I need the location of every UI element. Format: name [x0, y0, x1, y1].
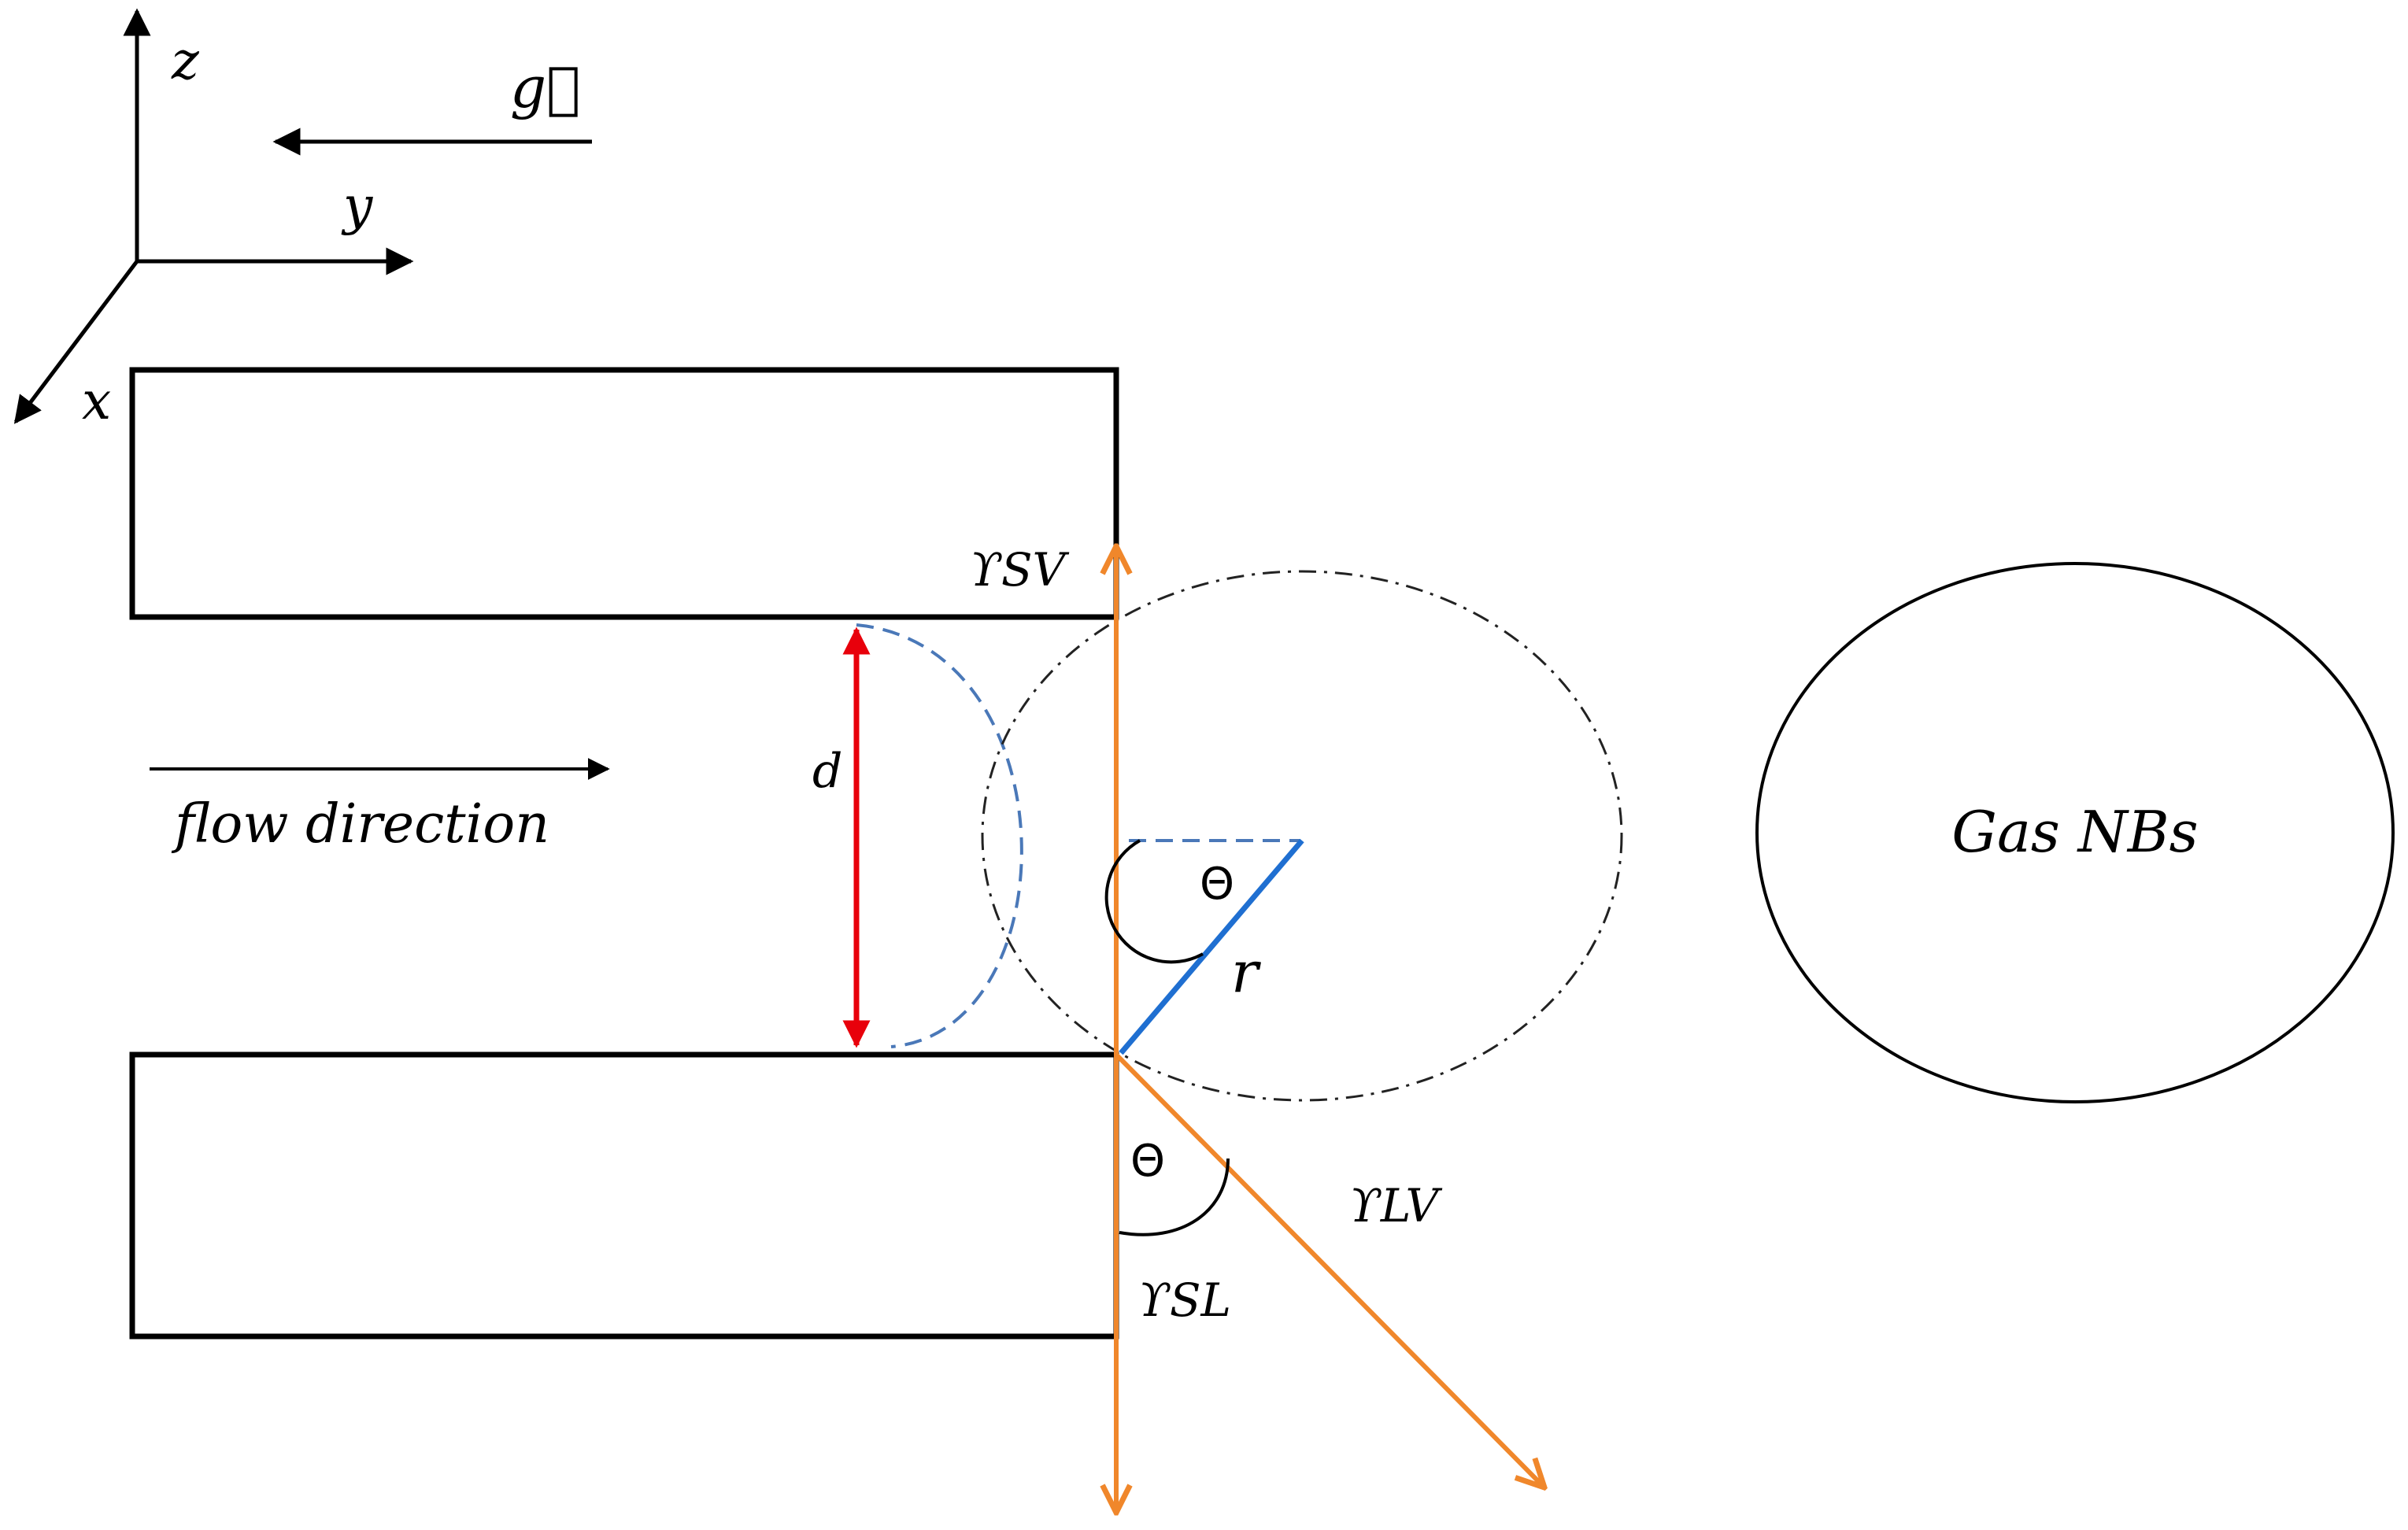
upper-angle-arc	[1104, 839, 1204, 964]
nanobubble-ellipse	[1755, 562, 2395, 1103]
flow-label: flow direction	[171, 793, 549, 856]
gas-nanobubble: Gas NBs	[1755, 562, 2395, 1103]
lower-angle-arc	[1119, 1158, 1230, 1236]
liquid-vapor-tension-vector	[1114, 1052, 1544, 1488]
y-axis-label: y	[341, 176, 373, 236]
x-axis-label: x	[82, 371, 111, 431]
surface-tension-vectors	[1116, 546, 1544, 1513]
lower-theta-label: Θ	[1130, 1136, 1165, 1187]
gravity-label: g⃗	[510, 54, 580, 120]
gamma-sl-label: ϒSL	[1138, 1273, 1231, 1327]
x-axis	[13, 260, 139, 424]
radius-line	[1119, 838, 1304, 1055]
bubble-outline	[981, 570, 1623, 1102]
gamma-sv-label: ϒSV	[970, 543, 1070, 597]
radius-label: r	[1231, 939, 1261, 1005]
upper-theta-label: Θ	[1200, 859, 1234, 910]
lower-wall	[129, 1051, 1119, 1340]
gravity-vector: g⃗	[272, 54, 592, 156]
flow-direction: flow direction	[150, 758, 610, 856]
radius-construction: Θ r	[1104, 838, 1304, 1055]
z-axis-label: z	[171, 31, 200, 91]
gamma-lv-label: ϒLV	[1349, 1179, 1442, 1232]
nanobubble-label: Gas NBs	[1951, 799, 2198, 865]
gap-dimension: d	[812, 626, 871, 1048]
contact-angle: Θ	[1119, 1136, 1230, 1236]
gap-label: d	[812, 744, 842, 799]
meniscus-curve	[856, 623, 1023, 1048]
coordinate-axes: z y x	[13, 8, 414, 431]
upper-wall	[129, 367, 1119, 620]
